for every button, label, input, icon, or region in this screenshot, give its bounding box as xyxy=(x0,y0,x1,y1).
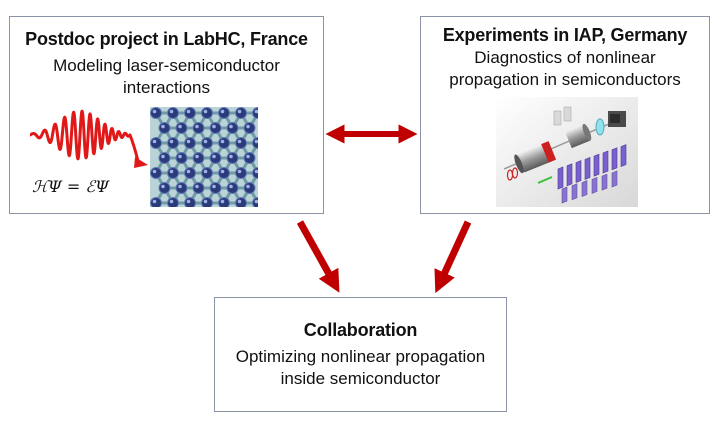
lattice-atom xyxy=(192,182,205,194)
lattice-atom xyxy=(226,152,239,164)
schrodinger-equation: ℋΨ = ℰΨ xyxy=(32,177,110,196)
labhc-project-box: Postdoc project in LabHC, France Modelin… xyxy=(9,16,324,214)
lattice-atom xyxy=(175,122,188,134)
lattice-atom xyxy=(243,152,256,164)
collaboration-title: Collaboration xyxy=(303,320,418,340)
optical-setup-image xyxy=(496,97,638,207)
lattice-atom xyxy=(218,137,230,149)
labhc-title: Postdoc project in LabHC, France xyxy=(25,29,308,49)
lattice-atom xyxy=(150,107,162,119)
lattice-atom xyxy=(184,107,196,119)
labhc-description-line-1: Modeling laser-semiconductor xyxy=(53,56,280,75)
iap-description: Diagnostics of nonlinear propagation in … xyxy=(421,47,709,91)
lattice-atom xyxy=(167,107,179,119)
lattice-atom xyxy=(175,152,188,164)
lattice-atom xyxy=(158,152,171,164)
crystal-lattice-image xyxy=(150,107,258,207)
lattice-atom xyxy=(235,167,247,179)
collaboration-description: Optimizing nonlinear propagation inside … xyxy=(215,346,506,390)
lattice-atom xyxy=(150,137,162,149)
lattice-atom xyxy=(184,167,196,179)
collaboration-description-line-1: Optimizing nonlinear propagation xyxy=(235,347,486,366)
lattice-atom xyxy=(243,122,256,134)
labhc-description-line-2: interactions xyxy=(123,78,210,97)
arrow-iap-to-collaboration xyxy=(434,220,472,294)
lattice-atom xyxy=(235,137,247,149)
lattice-atom xyxy=(167,137,179,149)
iap-description-line-1: Diagnostics of nonlinear xyxy=(474,48,656,67)
lattice-atom xyxy=(235,107,247,119)
arrow-labhc-to-collaboration xyxy=(296,220,340,293)
lattice-atom xyxy=(209,122,222,134)
lattice-atom xyxy=(192,122,205,134)
lattice-atom xyxy=(158,182,171,194)
lattice-atom xyxy=(192,152,205,164)
lattice-atom xyxy=(226,182,239,194)
lattice-atom xyxy=(158,122,171,134)
collaboration-box: Collaboration Optimizing nonlinear propa… xyxy=(214,297,507,412)
labhc-description: Modeling laser-semiconductor interaction… xyxy=(10,55,323,99)
lattice-atom xyxy=(243,182,256,194)
laser-pulse-icon xyxy=(30,109,148,168)
lattice-atom xyxy=(201,167,213,179)
lattice-atom xyxy=(209,182,222,194)
iap-experiments-box: Experiments in IAP, Germany Diagnostics … xyxy=(420,16,710,214)
iap-description-line-2: propagation in semiconductors xyxy=(449,70,681,89)
lattice-atom xyxy=(226,122,239,134)
iap-title: Experiments in IAP, Germany xyxy=(442,25,688,45)
lattice-atom xyxy=(201,107,213,119)
lattice-atom xyxy=(218,107,230,119)
collaboration-description-line-2: inside semiconductor xyxy=(280,369,441,388)
lattice-atom xyxy=(150,167,162,179)
lattice-atom xyxy=(175,182,188,194)
lattice-atom xyxy=(201,137,213,149)
lattice-atom xyxy=(167,167,179,179)
lattice-atom xyxy=(184,137,196,149)
lattice-atom xyxy=(218,167,230,179)
lattice-atom xyxy=(209,152,222,164)
